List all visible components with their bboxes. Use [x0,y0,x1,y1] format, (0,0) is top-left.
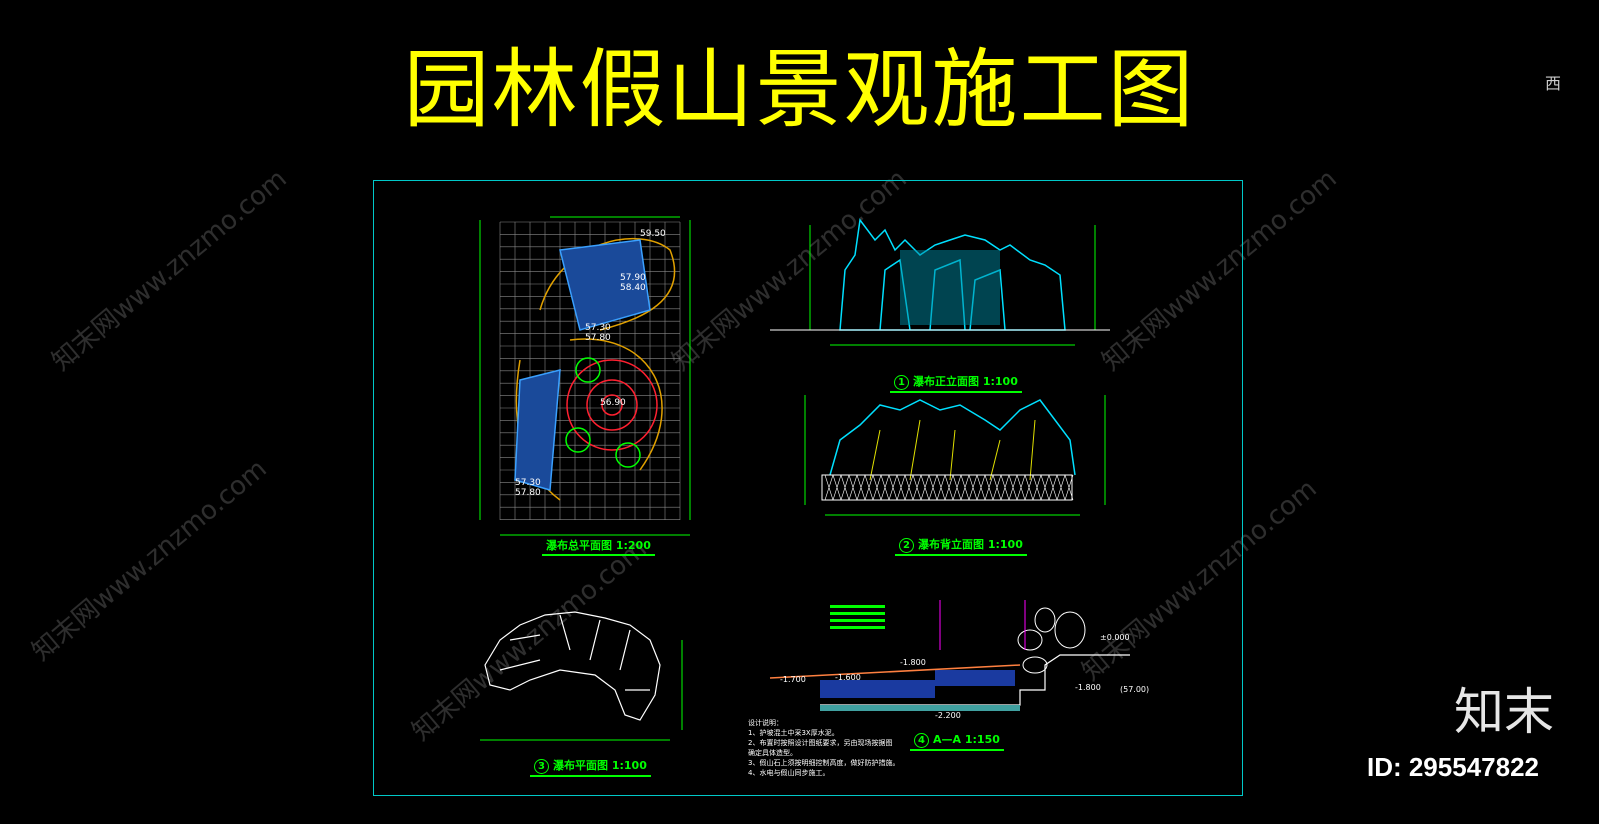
label-text: 瀑布总平面图 1:200 [546,539,651,552]
level-mark: 59.50 [640,229,666,239]
drawing-number: 4 [914,733,929,748]
label-text: 瀑布正立面图 1:100 [913,375,1018,388]
label-text: A—A 1:150 [933,733,1000,746]
level-mark: 57.30 [515,478,541,488]
back-elevation [829,399,1076,476]
section-level-mark: ±0.000 [1100,633,1130,642]
label-text: 瀑布平面图 1:100 [553,759,647,772]
label-section: 4 A—A 1:150 [910,733,1004,751]
section-level-mark: -1.800 [900,658,926,667]
plan-circle [586,379,638,431]
brand-logo: 知末 [1454,683,1554,741]
level-mark: 57.30 [585,323,611,333]
section-level-mark: -1.800 [1075,683,1101,692]
plan-circle [601,394,623,416]
section-aa [769,600,1130,711]
corner-text: 西 [1545,74,1562,93]
plan-circle [565,427,591,453]
label-text: 瀑布背立面图 1:100 [918,538,1023,551]
level-mark: 57.90 [620,273,646,283]
section-level-mark: -1.700 [780,675,806,684]
plan-water [514,369,561,491]
drawing-frame [373,180,1243,796]
drawing-number: 2 [899,538,914,553]
drawing-title: 园林假山景观施工图 [403,40,1196,140]
section-level-mark: (57.00) [1120,685,1149,694]
design-notes: 设计说明： 1、护坡混土中采3X厚水泥。 2、布置时按照设计图纸要求，另由现场按… [748,718,899,778]
note-item: 4、水电与假山同步施工。 [748,769,830,777]
plan-circle [575,357,601,383]
label-back-elevation: 2 瀑布背立面图 1:100 [895,536,1027,556]
drawing-number: 1 [894,375,909,390]
section-level-mark: -1.600 [835,673,861,682]
plan-circle [566,359,658,451]
section-level-mark: -2.200 [935,711,961,720]
level-mark: 57.80 [515,488,541,498]
note-item: 2、布置时按照设计图纸要求，另由现场按据图 [748,739,893,747]
id-label: ID: 295547822 [1366,752,1539,782]
label-rock-plan: 3 瀑布平面图 1:100 [530,757,651,777]
note-item: 1、护坡混土中采3X厚水泥。 [748,729,839,737]
rock-plan [484,611,661,721]
notes-heading: 设计说明： [748,719,783,727]
note-item: 确定具体造型。 [748,749,797,757]
label-master-plan: 瀑布总平面图 1:200 [542,537,655,556]
level-mark: 58.40 [620,283,646,293]
plan-water [559,239,651,331]
plan-circle [615,442,641,468]
level-mark: 56.90 [600,398,626,408]
level-mark: 57.80 [585,333,611,343]
label-front-elevation: 1 瀑布正立面图 1:100 [890,373,1022,393]
plan-path [569,338,663,471]
note-item: 3、假山石上须按明细控制高度，做好防护措施。 [748,759,900,767]
drawing-number: 3 [534,759,549,774]
